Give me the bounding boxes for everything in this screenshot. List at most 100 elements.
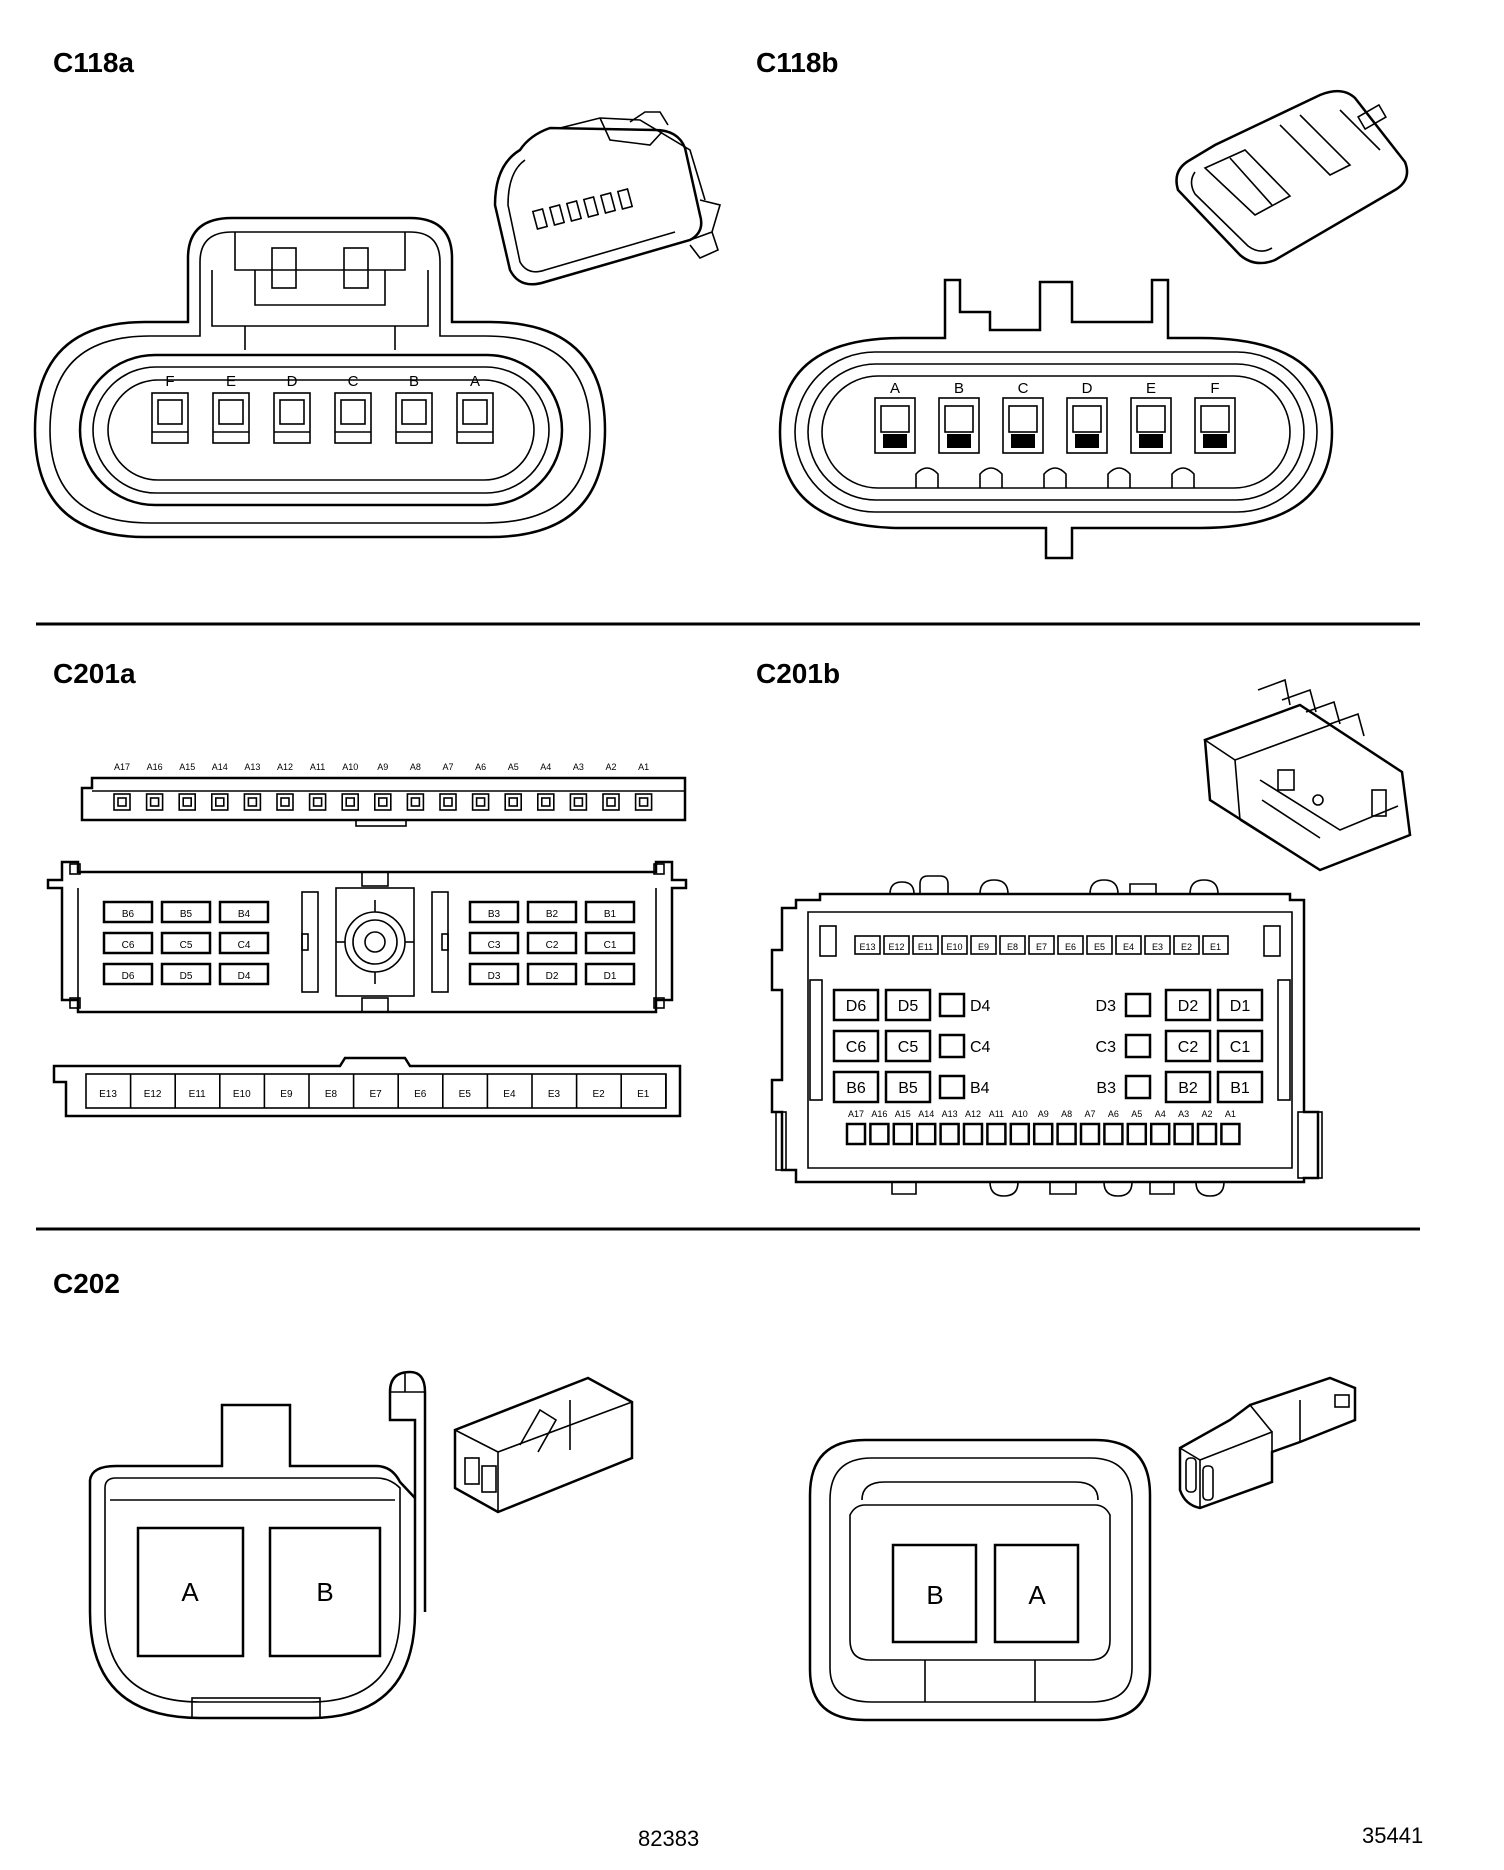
c201b-title: C201b	[756, 658, 840, 689]
c201b-pin-label: C4	[970, 1039, 991, 1056]
c201a-pin-cavity: D1	[584, 962, 636, 986]
c201b-pin-label: C5	[898, 1039, 919, 1056]
c118b-pin-label: A	[890, 380, 900, 397]
c201a-e-pin-label: E10	[233, 1089, 251, 1100]
c201b-pin-cavity: B1	[1216, 1070, 1264, 1104]
c201a-pin-cavity: B4	[218, 900, 270, 924]
c201a-pin-cavity: C2	[526, 931, 578, 955]
c201a-a-pin-cavity	[373, 793, 392, 811]
c201b-pin-label: C1	[1230, 1039, 1251, 1056]
c201a-a-pin-label: A7	[442, 762, 453, 772]
c202-title: C202	[53, 1268, 120, 1299]
c201a-pin-cavity-label: D5	[180, 971, 193, 982]
c201a-e-pin-label: E5	[459, 1089, 472, 1100]
c201a-pin-cavity: C1	[584, 931, 636, 955]
c201b-pin-cavity: C4	[938, 1033, 991, 1059]
c118b-pin-terminal: D	[1066, 380, 1108, 454]
c201b-e-pin-label: E11	[918, 942, 933, 952]
c118b-pin-terminal: E	[1130, 380, 1172, 454]
c201b-pin-cavity: D4	[938, 992, 991, 1018]
c118b-pin-label: F	[1210, 380, 1219, 397]
c201a-pin-cavity-label: C2	[546, 940, 559, 951]
c118b-pin-terminal: C	[1002, 380, 1044, 454]
c201a-a-pin-label: A1	[638, 762, 649, 772]
c118b-pin-label: C	[1018, 380, 1029, 397]
c201b-e-pin-cavity: E6	[1057, 935, 1084, 955]
c118b-pin-label: D	[1082, 380, 1093, 397]
c201b-e-pin-label: E9	[978, 942, 989, 952]
c201b-pin-cavity: D3	[1096, 992, 1152, 1018]
c201a-e-pin-label: E9	[280, 1089, 293, 1100]
c201a-pin-cavity-label: D6	[122, 971, 135, 982]
c118a-pin-cavity: D	[273, 373, 311, 444]
c201b-pin-cavity: B2	[1164, 1070, 1212, 1104]
c201b-pin-label: D4	[970, 998, 991, 1015]
c201a-e-pin-label: E11	[189, 1089, 206, 1100]
c201b-pin-cavity: B6	[832, 1070, 880, 1104]
c201a-pin-cavity: C4	[218, 931, 270, 955]
c201a-a-pin-cavity	[308, 793, 327, 811]
c201b-pin-label: D1	[1230, 998, 1251, 1015]
c201a-a-pin-label: A10	[342, 762, 358, 772]
c201a-pin-cavity: D3	[468, 962, 520, 986]
c201b-pin-cavity: C1	[1216, 1029, 1264, 1063]
c201b-e-pin-cavity: E9	[970, 935, 997, 955]
c201a-e-pin-label: E13	[99, 1089, 117, 1100]
c201a-title: C201a	[53, 658, 136, 689]
c201b-a-pin-cavity	[1220, 1122, 1241, 1146]
c201b-e-pin-label: E10	[946, 942, 962, 952]
c201b-a-pin-cavity	[892, 1122, 914, 1146]
c201b-a-pin-cavity	[939, 1122, 960, 1146]
c118a-pin-cavity: A	[456, 373, 494, 444]
c118b-pin-terminal: A	[874, 380, 916, 454]
c201a-e-pin-label: E7	[369, 1089, 382, 1100]
c201b-e-pin-label: E8	[1007, 942, 1018, 952]
c201a-pin-cavity-label: C4	[238, 940, 251, 951]
c202-male-face-view: B A	[808, 1438, 1152, 1722]
c201b-a-pin-cavity	[1126, 1122, 1148, 1146]
c201a-pin-cavity-label: C1	[604, 940, 617, 951]
c201b-a-pin-label: A4	[1155, 1109, 1166, 1119]
c201b-a-pin-cavity	[962, 1122, 984, 1146]
c201b-e-pin-label: E6	[1065, 942, 1076, 952]
c201a-pin-cavity-label: C5	[180, 940, 193, 951]
c201a-e-pin-label: E6	[414, 1089, 427, 1100]
c201a-a-pin-label: A11	[310, 762, 325, 772]
c201b-e-pin-cavity: E13	[854, 935, 881, 955]
c201b-e-pin-cavity: E12	[883, 935, 910, 955]
c201a-e-pin-label: E8	[325, 1089, 338, 1100]
c201b-a-pin-label: A5	[1131, 1109, 1142, 1119]
c201b-pin-cavity: B5	[884, 1070, 932, 1104]
c118a-pin-label: D	[287, 373, 298, 390]
c118a-pin-cavity: B	[395, 373, 433, 444]
c202-female-pin-b-label: B	[316, 1577, 333, 1607]
c201b-pin-label: D2	[1178, 998, 1199, 1015]
c118a-pin-label: C	[348, 373, 359, 390]
c201b-a-pin-label: A1	[1225, 1109, 1236, 1119]
c201b-a-pin-cavity	[845, 1122, 867, 1146]
c201b-pin-label: B6	[846, 1080, 866, 1097]
c201b-pin-label: D6	[846, 998, 867, 1015]
c201b-a-pin-cavity	[915, 1122, 937, 1146]
c201a-a-pin-cavity	[569, 793, 588, 811]
c201b-pin-label: B3	[1096, 1080, 1116, 1097]
c201b-pin-label: D5	[898, 998, 919, 1015]
c201a-a-pin-cavity	[145, 793, 164, 811]
c201b-a-pin-label: A7	[1084, 1109, 1095, 1119]
c201a-pin-cavity: B5	[160, 900, 212, 924]
c201a-pin-cavity: C6	[102, 931, 154, 955]
c201a-pin-cavity-label: D2	[546, 971, 559, 982]
c201b-e-pin-label: E13	[859, 942, 875, 952]
c201a-e-pin-label: E2	[592, 1089, 605, 1100]
c201b-pin-cavity: D6	[832, 988, 880, 1022]
figure-number-left: 82383	[638, 1826, 699, 1851]
c201b-pin-label: C2	[1178, 1039, 1199, 1056]
c201b-e-pin-cavity: E11	[912, 935, 939, 955]
c201b-pin-cavity: C3	[1096, 1033, 1152, 1059]
c201a-pin-cavity-label: B5	[180, 909, 193, 920]
